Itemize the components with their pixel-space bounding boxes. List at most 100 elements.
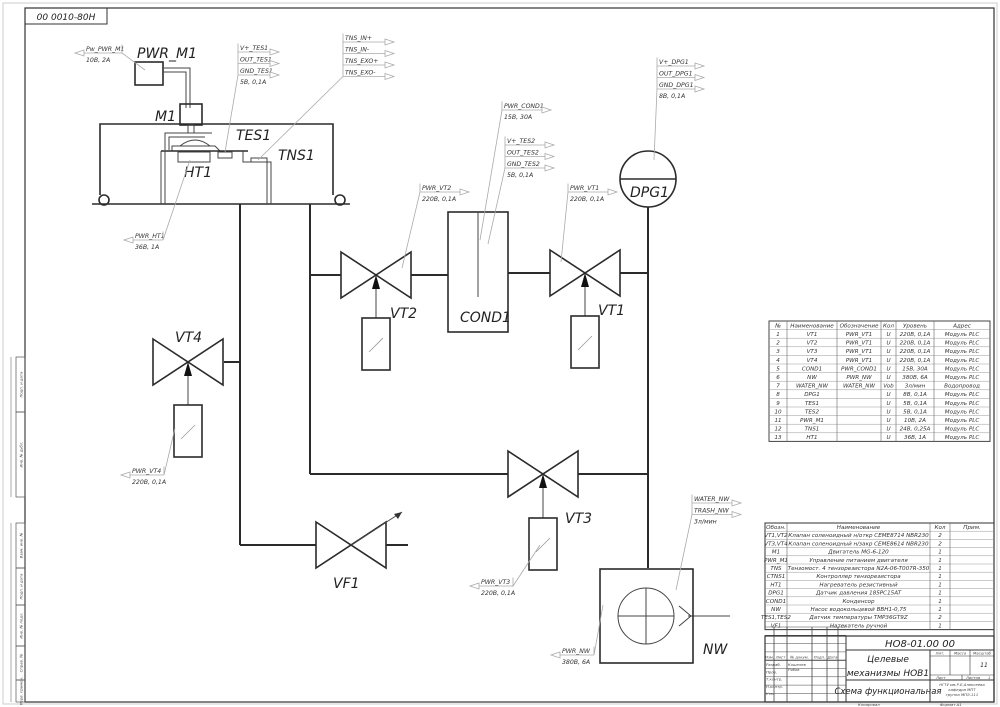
label-nw: NW: [703, 642, 728, 658]
table-cell: U: [886, 401, 890, 407]
table-cell: 2: [776, 341, 780, 347]
table-cell: Модуль PLC: [945, 349, 980, 355]
org-line-1: НГТУ им.Р.Е.Алексеева: [939, 682, 985, 687]
signal-name: PWR_COND1: [504, 103, 544, 110]
table-cell: Модуль PLC: [945, 341, 980, 347]
table-cell: 8В, 0,1А: [903, 392, 927, 398]
table-cell: 3: [776, 349, 780, 355]
signal-rating: 8В, 0,1А: [659, 93, 685, 100]
label-vt4: VT4: [175, 330, 202, 346]
pump-nw[interactable]: NW: [599, 568, 728, 664]
valve-vt3[interactable]: VT3: [507, 449, 592, 571]
table-cell: 1: [938, 574, 942, 580]
table-cell: VT3,VT4: [764, 541, 788, 547]
solenoid-actuator: [528, 517, 558, 571]
table-cell: 220В, 0,1А: [900, 358, 931, 364]
table-cell: Двигатель МG-6-120: [827, 550, 889, 556]
stamp-header: Лист: [775, 655, 786, 660]
label-tns1: TNS1: [278, 148, 315, 164]
table-cell: U: [886, 349, 890, 355]
table-cell: Клапан соленоидный н/закр CEME8614 NBR23…: [788, 541, 929, 547]
label-cond1: COND1: [460, 310, 511, 326]
pwr-m1-box: [134, 61, 164, 86]
signal-arrow-icon: [544, 164, 556, 172]
signal-rating: 36В, 1А: [135, 244, 159, 251]
sheet-label: Лист: [935, 675, 946, 680]
table-cell: WATER_NW: [843, 384, 875, 390]
table-cell: Водопровод: [944, 384, 980, 390]
stamp-role: Разраб.: [766, 662, 781, 667]
table-cell: Модуль PLC: [945, 435, 980, 441]
label-dpg1: DPG1: [630, 185, 669, 201]
table-cell: 5В, 0,1А: [903, 409, 927, 415]
stamp-header: Изм.: [765, 655, 774, 660]
table-cell: 8: [776, 392, 780, 398]
table-cell: 1: [938, 582, 942, 588]
table-cell: 3л/мин: [905, 384, 926, 390]
stamp-header: Дата: [827, 655, 839, 660]
signal-rating: 10В, 2А: [86, 57, 110, 64]
signal-arrow-icon: [549, 651, 561, 659]
signal-name: TNS_EXO+: [345, 58, 378, 65]
format-label: Формат А1: [940, 702, 962, 707]
valve-vf1[interactable]: VF1: [315, 511, 403, 592]
actuator-arrow-icon: [539, 474, 547, 488]
table-cell: 1: [938, 591, 942, 597]
signal-name: GND_TES1: [240, 68, 273, 75]
table-cell: TNS1: [805, 427, 820, 433]
signal-arrow-icon: [731, 510, 743, 519]
sheets-total: 11: [980, 662, 988, 669]
valve-vt2[interactable]: VT2: [340, 250, 417, 371]
signal-name: PWR_VT1: [570, 185, 599, 192]
signal-arrow-icon: [468, 582, 480, 590]
signal-name: V+_TES2: [507, 138, 535, 145]
signal-arrow-icon: [269, 71, 281, 79]
table-cell: Наименование: [790, 323, 834, 329]
table-cell: Управление питанием двигателя: [809, 558, 908, 564]
table-cell: TES2: [805, 409, 820, 415]
table-cell: VF1: [771, 623, 782, 629]
table-cell: 13: [774, 435, 782, 441]
stamp-role: Т.контр.: [766, 677, 782, 682]
table-cell: 11: [774, 418, 781, 424]
label-vt2: VT2: [390, 306, 417, 322]
valve-vt1[interactable]: VT1: [549, 248, 625, 369]
table-cell: Модуль PLC: [945, 358, 980, 364]
table-cell: Насос водокольцевой ВВН1-0,75: [811, 607, 907, 613]
valve-vt4[interactable]: VT4: [152, 330, 224, 458]
table-cell: U: [886, 427, 890, 433]
table-cell: 4: [776, 358, 780, 364]
signal-name: PWR_VT4: [132, 468, 161, 475]
signal-arrow-icon: [119, 471, 131, 479]
lit-label: Лит.: [935, 651, 945, 656]
table-cell: 9: [776, 401, 780, 407]
condenser-cond1[interactable]: COND1: [447, 211, 511, 333]
signal-rating: 220В, 0,1А: [132, 479, 166, 486]
stamp-role: Пров.: [766, 669, 777, 674]
table-cell: Уровень: [903, 323, 927, 329]
signal-rating: 380В, 6А: [562, 659, 590, 666]
signal-arrow-icon: [384, 38, 396, 46]
table-cell: Модуль PLC: [945, 418, 980, 424]
solenoid-actuator: [361, 317, 391, 371]
signal-rating: 3л/мин: [694, 519, 717, 526]
label-ht1: HT1: [184, 165, 212, 181]
solenoid-actuator: [173, 404, 203, 458]
doc-number: НО8-01.00 00: [885, 639, 955, 650]
signal-rating: 15В, 30А: [504, 114, 532, 121]
pressure-gauge-dpg1[interactable]: DPG1: [619, 150, 677, 208]
signal-name: TRASH_NW: [694, 508, 730, 515]
chamber-assembly: M1 PWR_M1 TES1 TNS1 HT1: [92, 46, 350, 206]
table-cell: VT2: [807, 341, 818, 347]
